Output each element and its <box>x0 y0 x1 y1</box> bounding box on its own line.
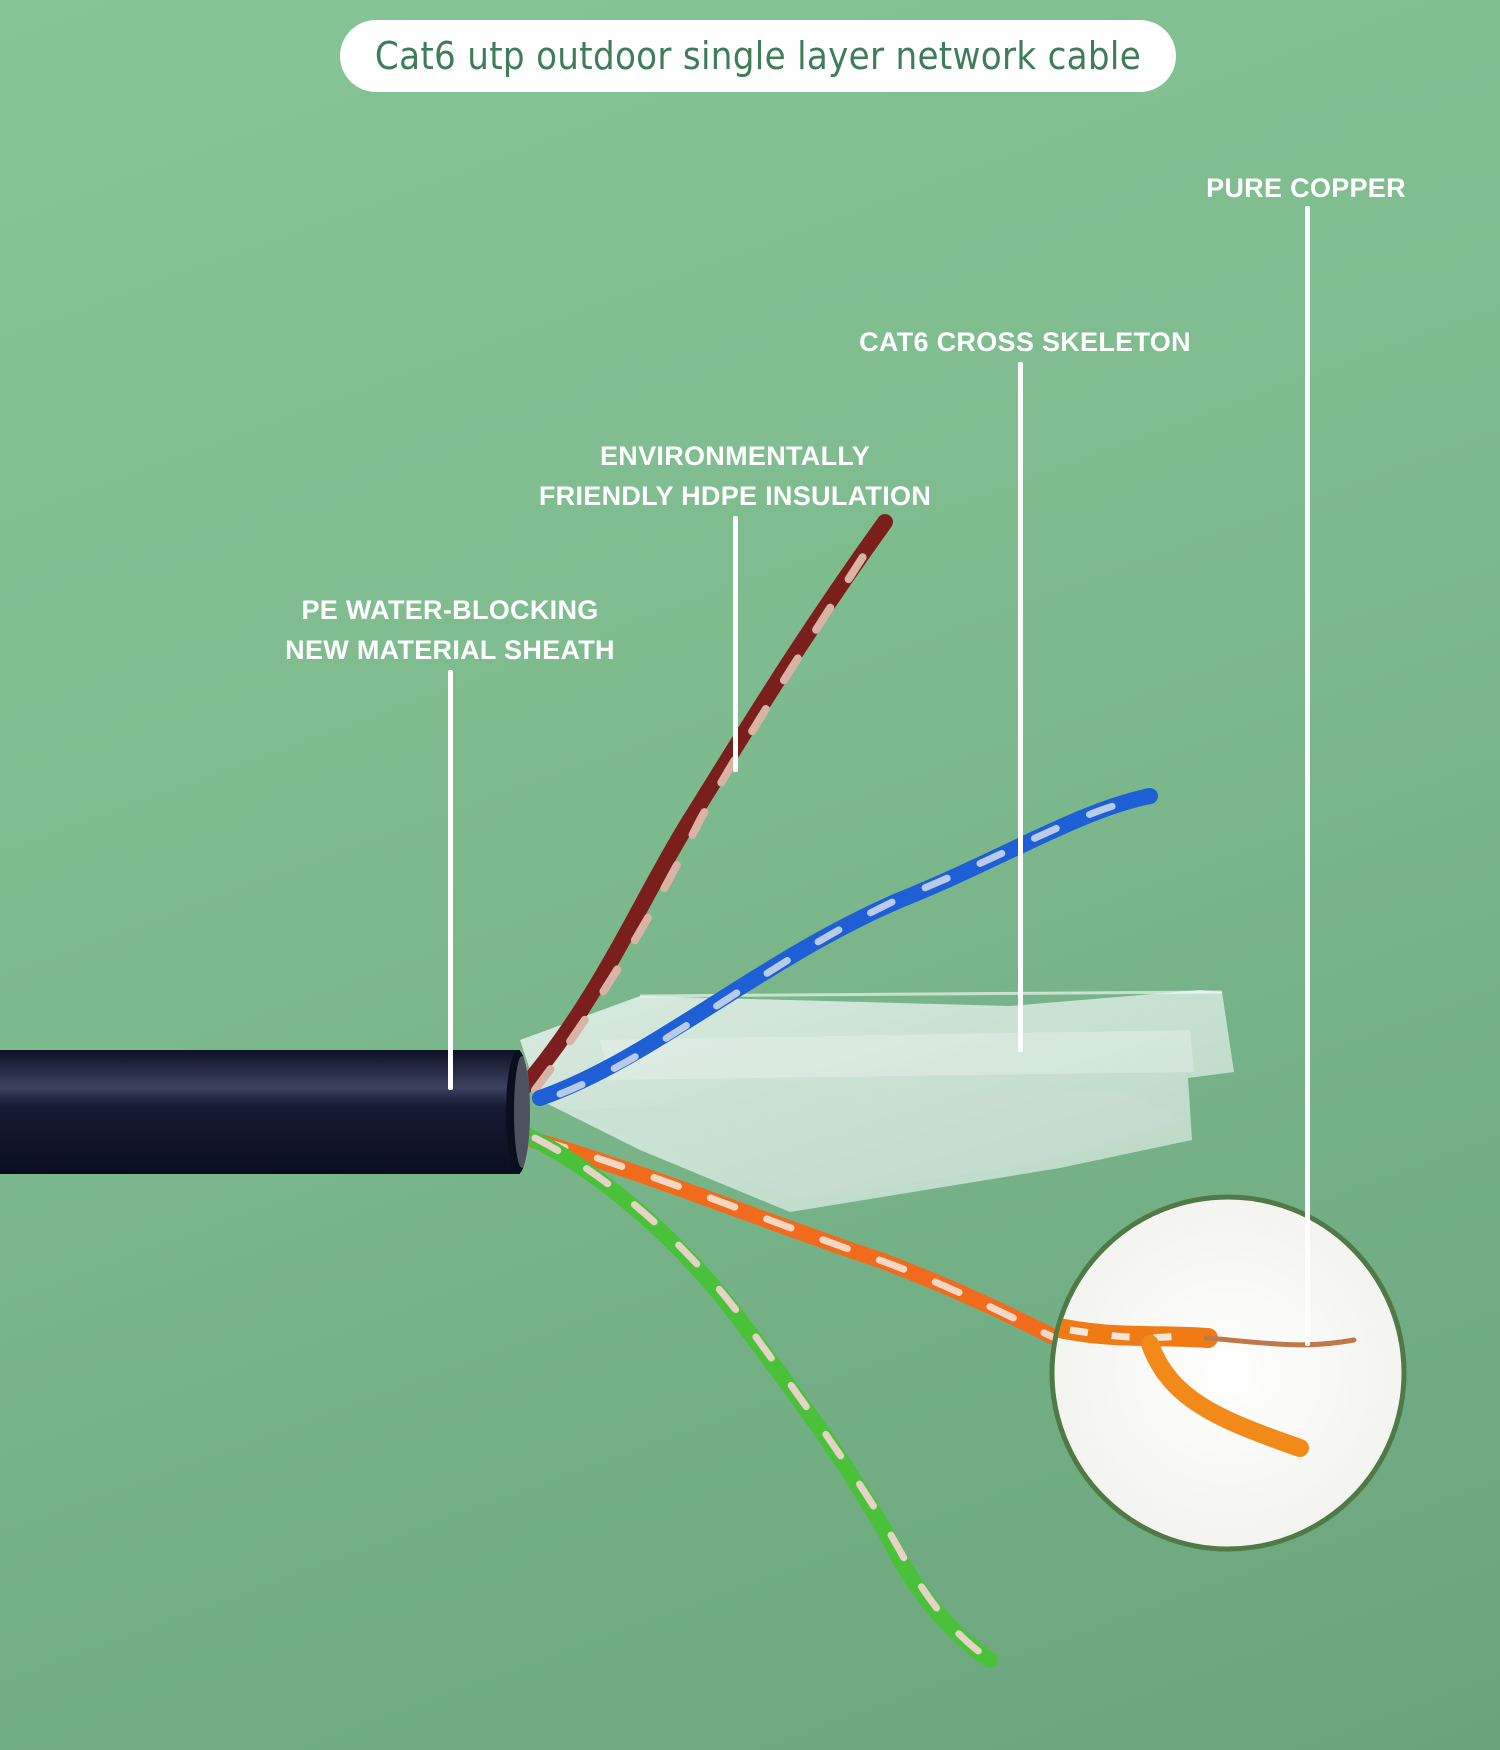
leader-line-skeleton <box>1018 362 1023 1052</box>
cross-skeleton <box>520 990 1234 1212</box>
label-sheath-line1: PE WATER-BLOCKING <box>301 595 599 625</box>
label-insulation-line2: FRIENDLY HDPE INSULATION <box>538 481 932 511</box>
label-skeleton-line1: CAT6 CROSS SKELETON <box>859 327 1191 357</box>
title-pill: Cat6 utp outdoor single layer network ca… <box>340 20 1176 92</box>
label-insulation-line1: ENVIRONMENTALLY <box>599 441 871 471</box>
copper-zoom-circle <box>1049 1194 1407 1552</box>
leader-line-sheath <box>448 670 453 1090</box>
label-copper-line1: PURE COPPER <box>1206 173 1406 203</box>
blue-pair <box>532 788 1158 1106</box>
orange-pair <box>512 1128 1068 1348</box>
label-skeleton: CAT6 CROSS SKELETON <box>840 322 1210 362</box>
brown-pair <box>512 514 893 1100</box>
green-pair <box>512 1124 998 1668</box>
title: Cat6 utp outdoor single layer network ca… <box>374 34 1142 78</box>
leader-line-copper <box>1305 206 1310 1346</box>
leader-line-insulation <box>733 516 738 772</box>
cable-jacket <box>0 1050 530 1174</box>
label-sheath-line2: NEW MATERIAL SHEATH <box>285 635 615 665</box>
label-insulation: ENVIRONMENTALLY FRIENDLY HDPE INSULATION <box>515 436 955 516</box>
label-copper: PURE COPPER <box>1190 168 1422 208</box>
label-sheath: PE WATER-BLOCKING NEW MATERIAL SHEATH <box>262 590 638 670</box>
